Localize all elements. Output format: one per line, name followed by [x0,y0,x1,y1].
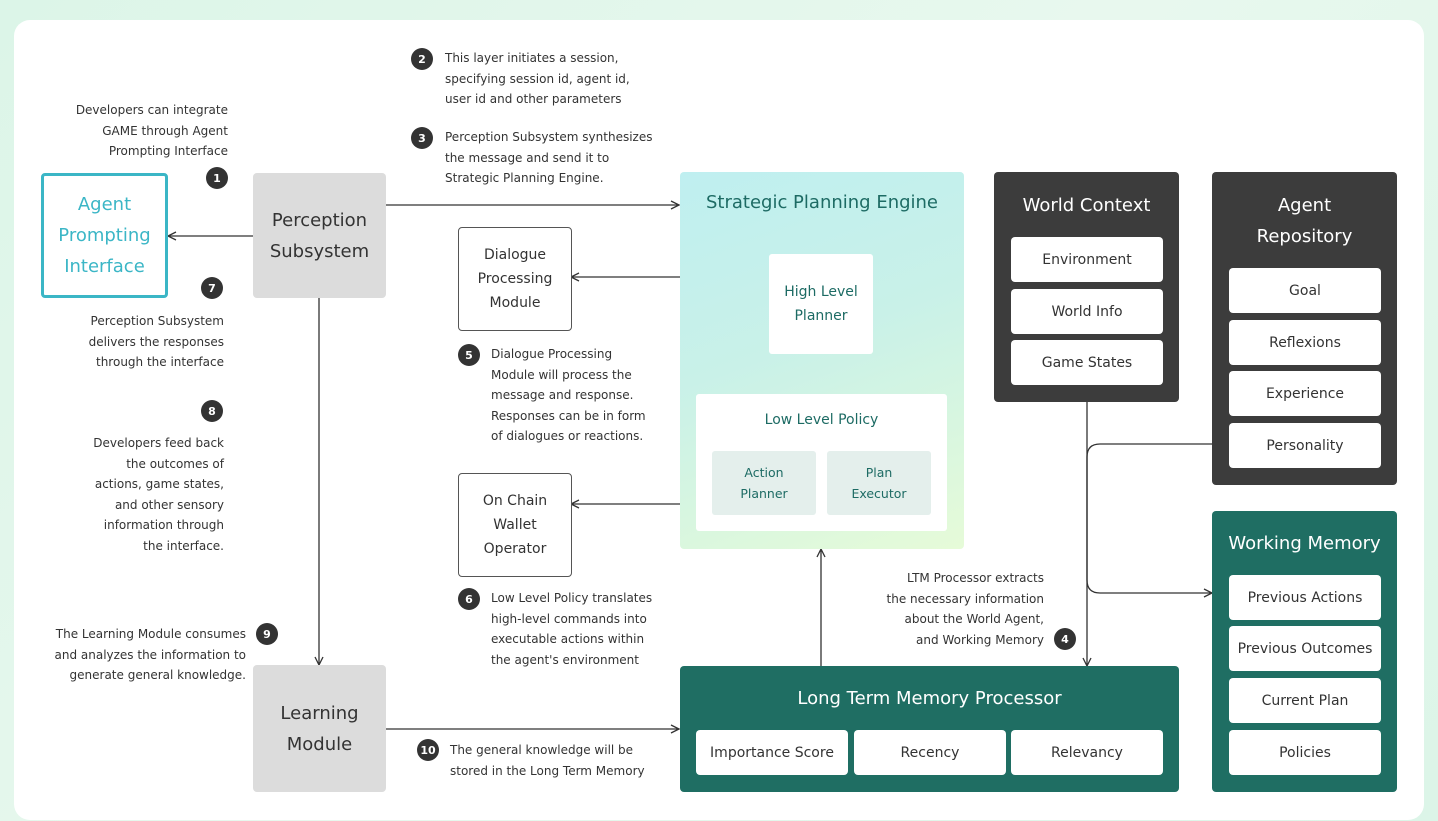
arrow-repo-to-working-memory [1086,443,1213,593]
step-badge-4: 4 [1054,628,1076,650]
step-badge-9: 9 [256,623,278,645]
low-level-policy-card[interactable]: Low Level Policy Action Planner Plan Exe… [696,394,947,531]
ltm-processor-title: Long Term Memory Processor [797,688,1062,709]
note-4: LTM Processor extracts the necessary inf… [886,571,1044,647]
agent-repository-title: Agent Repository [1256,195,1353,247]
agent-repository-item-experience[interactable]: Experience [1229,371,1381,416]
note-9: The Learning Module consumes and analyze… [54,627,246,683]
plan-executor-card[interactable]: Plan Executor [827,451,931,515]
world-context-item-environment[interactable]: Environment [1011,237,1163,282]
ltm-processor-panel: Long Term Memory Processor Importance Sc… [680,666,1179,792]
note-6: Low Level Policy translates high-level c… [491,591,653,667]
working-memory-item-current-plan[interactable]: Current Plan [1229,678,1381,723]
step-badge-6: 6 [458,588,480,610]
note-7: Perception Subsystem delivers the respon… [88,314,224,370]
world-context-title: World Context [1022,195,1151,216]
world-context-panel: World Context Environment World Info Gam… [994,172,1179,402]
working-memory-item-policies[interactable]: Policies [1229,730,1381,775]
world-context-item-game-states[interactable]: Game States [1011,340,1163,385]
action-planner-card[interactable]: Action Planner [712,451,816,515]
ltm-item-relevancy[interactable]: Relevancy [1011,730,1163,775]
note-1: Developers can integrate GAME through Ag… [75,103,228,159]
agent-repository-item-reflexions[interactable]: Reflexions [1229,320,1381,365]
agent-repository-item-goal[interactable]: Goal [1229,268,1381,313]
agent-repository-panel: Agent Repository Goal Reflexions Experie… [1212,172,1397,485]
strategic-planning-engine-title: Strategic Planning Engine [705,192,939,213]
step-badge-7: 7 [201,277,223,299]
working-memory-item-previous-actions[interactable]: Previous Actions [1229,575,1381,620]
dialogue-processing-module-box[interactable]: Dialogue Processing Module [458,227,572,331]
agent-prompting-interface-box[interactable]: Agent Prompting Interface [41,173,168,298]
step-badge-8: 8 [201,400,223,422]
note-8: Developers feed back the outcomes of act… [93,436,224,553]
working-memory-panel: Working Memory Previous Actions Previous… [1212,511,1397,792]
note-5: Dialogue Processing Module will process … [491,347,646,444]
note-3: Perception Subsystem synthesizes the mes… [445,130,653,186]
learning-module-box[interactable]: Learning Module [253,665,386,792]
working-memory-item-previous-outcomes[interactable]: Previous Outcomes [1229,626,1381,671]
step-badge-5: 5 [458,344,480,366]
strategic-planning-engine-panel: Strategic Planning Engine High Level Pla… [680,172,964,549]
step-badge-1: 1 [206,167,228,189]
step-badge-3: 3 [411,127,433,149]
agent-repository-item-personality[interactable]: Personality [1229,423,1381,468]
perception-subsystem-box[interactable]: Perception Subsystem [253,173,386,298]
step-badge-10: 10 [417,739,439,761]
note-10: The general knowledge will be stored in … [450,743,645,778]
ltm-item-recency[interactable]: Recency [854,730,1006,775]
step-badge-2: 2 [411,48,433,70]
world-context-item-world-info[interactable]: World Info [1011,289,1163,334]
on-chain-wallet-operator-box[interactable]: On Chain Wallet Operator [458,473,572,577]
ltm-item-importance-score[interactable]: Importance Score [696,730,848,775]
note-2: This layer initiates a session, specifyi… [445,51,630,107]
high-level-planner-card[interactable]: High Level Planner [769,254,873,354]
working-memory-title: Working Memory [1228,533,1381,554]
low-level-policy-title: Low Level Policy [764,412,879,428]
